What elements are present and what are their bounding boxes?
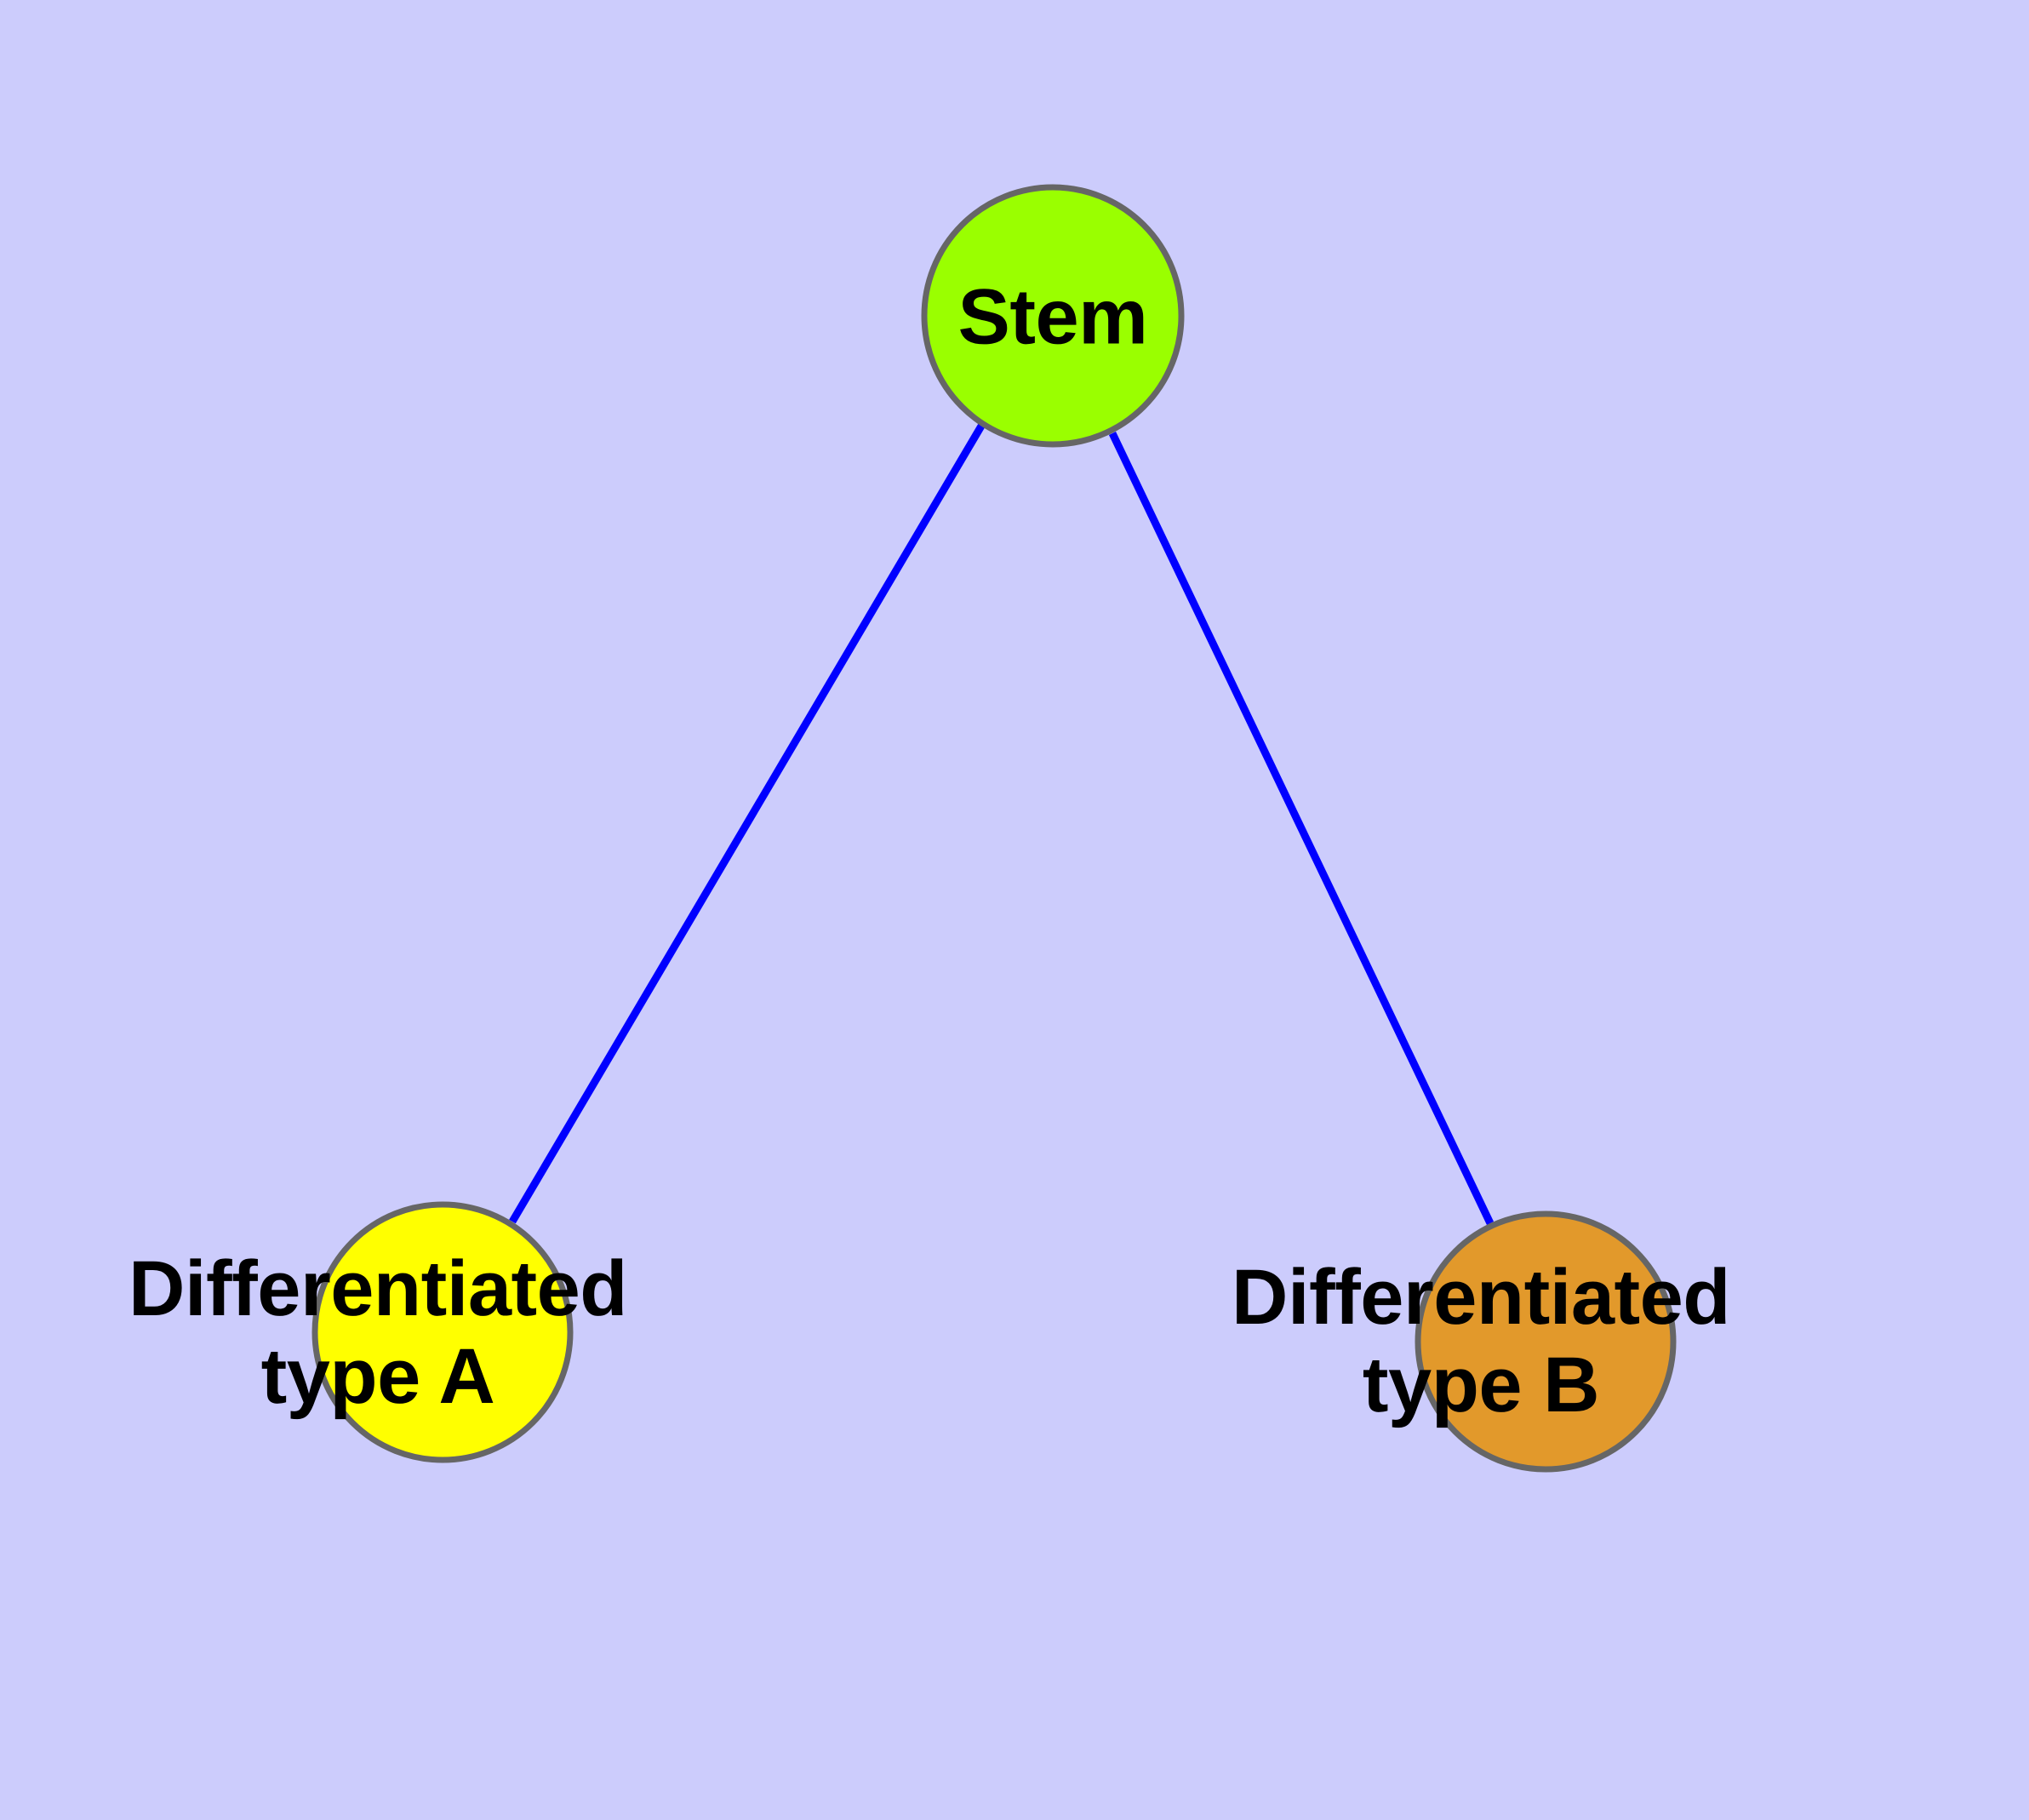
edge-stem-to-differentiated-type-a[interactable] — [509, 421, 986, 1224]
node-layer — [311, 184, 1677, 1473]
edge-layer — [509, 421, 1495, 1225]
node-stem[interactable] — [921, 184, 1185, 448]
node-differentiated-type-a[interactable] — [311, 1201, 574, 1463]
edge-stem-to-differentiated-type-b[interactable] — [1108, 432, 1495, 1225]
node-differentiated-type-b[interactable] — [1415, 1210, 1677, 1473]
